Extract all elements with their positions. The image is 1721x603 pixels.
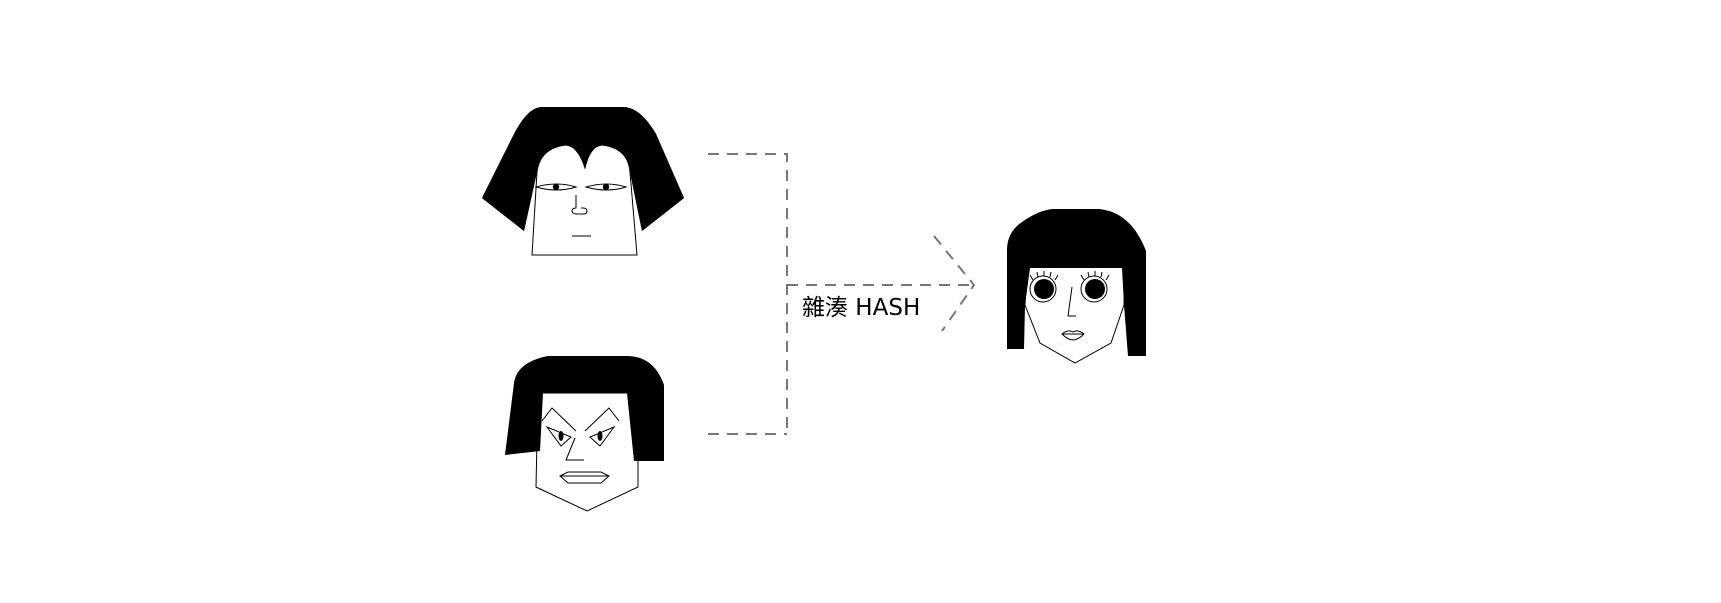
pupil-right (597, 431, 603, 441)
input-face-1 (482, 107, 684, 256)
arrow-head (933, 235, 976, 332)
pupil-right (602, 183, 610, 191)
hair-front-left (482, 107, 585, 231)
face-outline (531, 144, 638, 256)
eyelashes-right (1080, 271, 1110, 281)
hair-back (1007, 209, 1146, 356)
eyebrow-right (584, 407, 620, 432)
nose (571, 195, 588, 215)
hair-front-right (585, 107, 684, 231)
eyelashes-left (1029, 271, 1059, 281)
output-face (1007, 209, 1146, 364)
mouth (1061, 330, 1085, 341)
pupil-left (552, 183, 560, 191)
nose (1067, 286, 1076, 317)
pupil-left (1034, 279, 1054, 299)
hash-label: 雜湊 HASH (802, 295, 920, 321)
mouth (559, 471, 610, 484)
face-outline (535, 392, 639, 512)
connector-line-top (708, 153, 788, 434)
pupil-right (1085, 279, 1105, 299)
eyebrow-left (541, 407, 577, 432)
hash-connector (708, 153, 976, 435)
input-face-2 (505, 356, 664, 512)
pupil-left (558, 431, 564, 441)
hair-back (505, 356, 664, 461)
nose (565, 437, 584, 461)
